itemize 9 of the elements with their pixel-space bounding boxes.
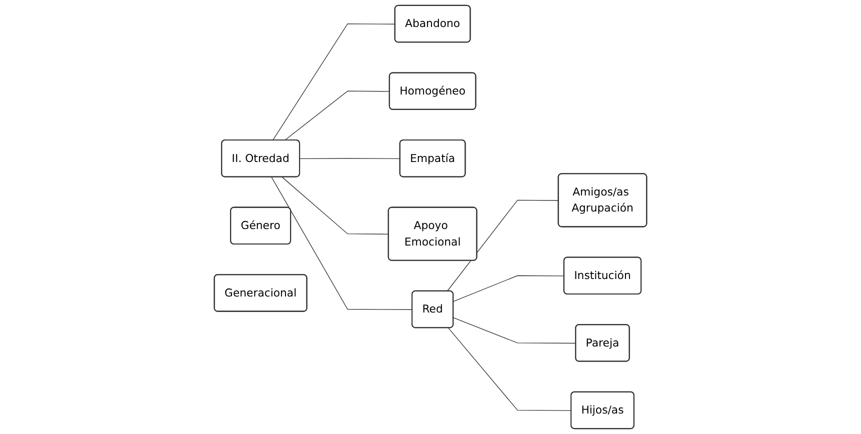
connector — [271, 176, 413, 310]
connector — [272, 23, 396, 141]
connector — [453, 275, 565, 302]
connector — [300, 158, 401, 160]
connector — [448, 328, 572, 411]
connector — [282, 176, 390, 234]
connector — [453, 317, 576, 344]
connector — [284, 90, 390, 141]
connector — [446, 200, 559, 292]
